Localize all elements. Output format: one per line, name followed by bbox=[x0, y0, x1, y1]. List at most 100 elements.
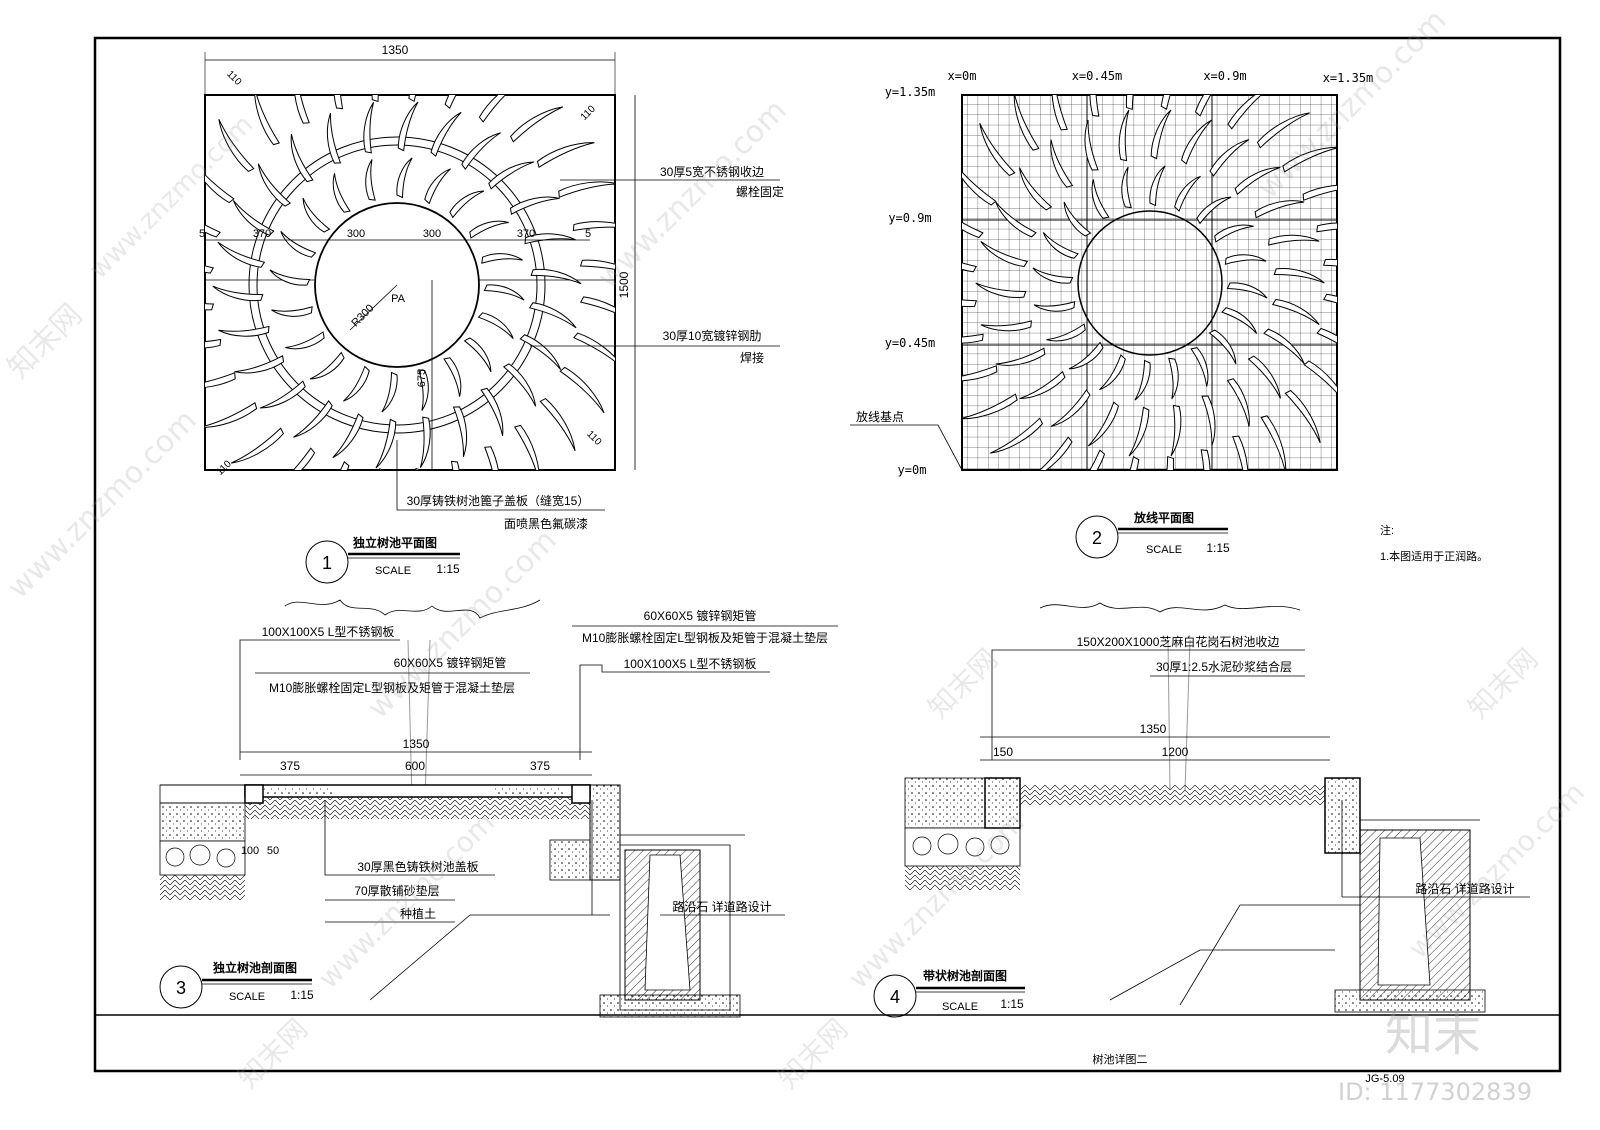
leaf-slot bbox=[449, 190, 485, 219]
leaf-slot bbox=[1170, 404, 1182, 457]
callout-grate-cover: 30厚铸铁树池篦子盖板（缝宽15） bbox=[407, 493, 590, 508]
v3-label-b3: 种植土 bbox=[400, 906, 436, 921]
leaf-slot bbox=[579, 259, 615, 277]
leaf-slot bbox=[1063, 201, 1092, 237]
leaf-slot bbox=[962, 365, 998, 382]
view2-scale: 1:15 bbox=[1206, 541, 1230, 555]
leaf-slot bbox=[1089, 95, 1100, 117]
leaf-slot bbox=[1128, 406, 1150, 457]
sheet-border bbox=[93, 36, 1562, 1073]
granite-edge-left bbox=[984, 777, 1021, 829]
leaf-slot bbox=[443, 357, 462, 397]
dim-300-left: 300 bbox=[347, 228, 365, 240]
leaf-slot bbox=[1227, 95, 1274, 130]
view1-title: 独立树池平面图 bbox=[352, 535, 437, 550]
v3-label-curb: 路沿石 详道路设计 bbox=[672, 899, 771, 914]
leaf-slot bbox=[375, 418, 397, 469]
leaf-slot bbox=[1226, 282, 1268, 299]
leaf-slot bbox=[528, 302, 577, 329]
v4-dim-total: 1350 bbox=[1140, 722, 1167, 736]
leaf-slot bbox=[1282, 146, 1337, 173]
view3-scale: 1:15 bbox=[290, 988, 314, 1002]
view2-number: 2 bbox=[1092, 528, 1102, 548]
view3-section: 1350 375 600 375 100 50 100X100X5 L型不锈钢板… bbox=[159, 599, 838, 1018]
leaf-slot bbox=[1019, 370, 1066, 400]
leaf-slot bbox=[558, 181, 615, 198]
leaf-slot bbox=[257, 163, 292, 207]
leaf-slot bbox=[1268, 234, 1320, 246]
view4-scale-label: SCALE bbox=[942, 1001, 978, 1013]
leaf-slot bbox=[309, 351, 345, 380]
leaf-slot bbox=[1208, 329, 1237, 365]
view3-number: 3 bbox=[176, 978, 186, 998]
leaf-slot bbox=[1033, 301, 1076, 312]
leaf-slot bbox=[1273, 267, 1325, 284]
leaf-slot bbox=[1134, 359, 1151, 401]
v3-label-tr1: 60X60X5 镀锌钢矩管 bbox=[644, 608, 757, 623]
dim-110-tl: 110 bbox=[224, 69, 243, 88]
leaf-slot bbox=[363, 102, 375, 154]
leaf-slot bbox=[962, 289, 978, 308]
view1-plan: 1350 1500 5 370 300 300 370 5 R300 PA 67… bbox=[199, 43, 784, 584]
watermark-brand-2: 知末网 bbox=[232, 1012, 315, 1095]
leaf-slot bbox=[483, 284, 525, 301]
leaf-slot bbox=[396, 157, 413, 199]
v4-dim-1200: 1200 bbox=[1162, 745, 1189, 759]
v4-label-curb: 路沿石 详道路设计 bbox=[1415, 881, 1514, 896]
dim-height: 1500 bbox=[617, 271, 631, 298]
leaf-slot bbox=[463, 337, 492, 373]
leaf-slot bbox=[1087, 401, 1120, 447]
v3-label-tl3: M10膨胀螺栓固定L型钢板及矩管于混凝土垫层 bbox=[269, 680, 515, 695]
dim-675: 675 bbox=[416, 369, 428, 387]
leaf-slot bbox=[1111, 456, 1140, 470]
x1-label: x=0.45m bbox=[1072, 69, 1123, 83]
leaf-slot bbox=[1284, 389, 1321, 443]
leaf-slot bbox=[579, 296, 615, 325]
leaf-slot bbox=[1050, 139, 1074, 188]
leaf-slot bbox=[962, 159, 997, 206]
leaf-slot bbox=[559, 366, 605, 414]
dim-300-right: 300 bbox=[423, 228, 441, 240]
leaf-slot bbox=[1180, 119, 1213, 165]
v3-label-tr2: M10膨胀螺栓固定L型钢板及矩管于混凝土垫层 bbox=[582, 630, 828, 645]
grate-outer-ring bbox=[248, 136, 546, 434]
leaf-slot bbox=[1050, 389, 1091, 427]
leaf-slot bbox=[357, 467, 386, 470]
v3-dim-b: 600 bbox=[405, 759, 425, 773]
x2-label: x=0.9m bbox=[1203, 69, 1246, 83]
y3-label: y=1.35m bbox=[885, 85, 936, 99]
leaf-slot bbox=[975, 282, 1027, 299]
leaf-slot bbox=[397, 101, 419, 152]
leaf-slot bbox=[234, 355, 285, 374]
view1-number: 1 bbox=[322, 553, 332, 573]
v3-label-b2: 70厚散铺砂垫层 bbox=[354, 883, 439, 898]
leaf-slot bbox=[205, 156, 235, 204]
leaf-slot bbox=[980, 240, 1029, 268]
v3-dim-total: 1350 bbox=[403, 737, 430, 751]
leaf-slot bbox=[1200, 449, 1211, 470]
sheet-number: JG-5.09 bbox=[1365, 1073, 1404, 1085]
leaf-slot bbox=[1190, 347, 1209, 387]
leaf-slot bbox=[962, 333, 984, 344]
watermark-brand-5: 知末网 bbox=[1462, 642, 1545, 725]
view4-scale: 1:15 bbox=[1000, 997, 1024, 1011]
leaf-slot bbox=[302, 197, 331, 233]
leaf-slot bbox=[205, 199, 221, 238]
leaf-slot bbox=[1068, 341, 1104, 370]
frame-title: 树池详图二 bbox=[1093, 1052, 1148, 1066]
leaf-slot bbox=[381, 371, 398, 413]
leaf-slot bbox=[1013, 95, 1040, 151]
leaf-slot bbox=[995, 201, 1037, 238]
callout-paint: 面喷黑色氟碳漆 bbox=[504, 517, 588, 531]
leaf-slot bbox=[536, 142, 595, 168]
leaf-slot bbox=[488, 161, 535, 190]
leaf-slot bbox=[1316, 327, 1337, 366]
leaf-slot bbox=[271, 306, 313, 317]
v3-dim-a: 375 bbox=[280, 759, 300, 773]
v3-label-b1: 30厚黑色铸铁树池盖板 bbox=[357, 859, 478, 874]
setout-tree-opening bbox=[1077, 210, 1223, 356]
leaf-slot bbox=[269, 269, 311, 286]
dim-370-left: 370 bbox=[253, 228, 271, 240]
leaf-slot bbox=[1201, 395, 1216, 447]
